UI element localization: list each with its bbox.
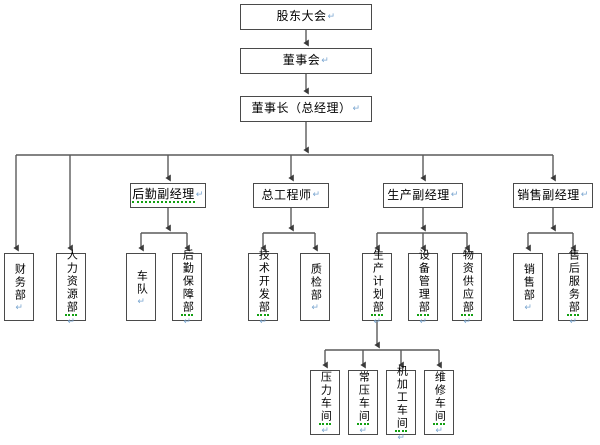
paragraph-mark-icon: ↵ (580, 190, 589, 201)
node-fleet-team[interactable]: 车队↵ (126, 253, 156, 321)
paragraph-mark-icon: ↵ (312, 190, 321, 201)
node-label: 生产计划部 (370, 249, 385, 316)
paragraph-mark-icon: ↵ (136, 296, 147, 309)
paragraph-mark-icon: ↵ (523, 303, 534, 315)
node-human-resources-department[interactable]: 人力资源部↵ (56, 249, 86, 329)
node-machining-workshop[interactable]: 机加工车间↵ (386, 365, 416, 445)
node-label: 人力资源部 (64, 249, 79, 316)
paragraph-mark-icon: ↵ (327, 11, 336, 22)
paragraph-mark-icon: ↵ (568, 317, 579, 329)
node-board-of-directors[interactable]: 董事会↵ (240, 48, 372, 74)
node-technology-development-department[interactable]: 技术开发部↵ (248, 249, 278, 329)
paragraph-mark-icon: ↵ (396, 432, 407, 445)
node-label: 常压车间 (356, 371, 371, 425)
node-label: 财务部 (13, 263, 27, 302)
node-after-sales-service-department[interactable]: 售后服务部↵ (558, 249, 588, 329)
node-label: 生产副经理 (387, 187, 450, 202)
node-label: 董事长（总经理） (251, 101, 352, 116)
node-pressure-workshop[interactable]: 压力车间↵ (310, 370, 340, 438)
paragraph-mark-icon: ↵ (310, 303, 321, 315)
node-logistics-support-department[interactable]: 后勤保障部↵ (172, 249, 202, 329)
paragraph-mark-icon: ↵ (450, 190, 459, 201)
node-label: 物资供应部 (460, 249, 475, 316)
node-logistics-vice-manager[interactable]: 后勤副经理↵ (130, 183, 206, 208)
paragraph-mark-icon: ↵ (66, 317, 77, 329)
node-label: 总工程师 (261, 187, 312, 202)
paragraph-mark-icon: ↵ (372, 317, 383, 329)
node-label: 车队 (135, 269, 149, 296)
paragraph-mark-icon: ↵ (321, 55, 330, 66)
paragraph-mark-icon: ↵ (358, 426, 369, 438)
node-label: 压力车间 (318, 371, 333, 425)
paragraph-mark-icon: ↵ (352, 103, 361, 114)
node-label: 维修车间 (432, 371, 447, 425)
node-label: 后勤保障部 (180, 249, 195, 316)
paragraph-mark-icon: ↵ (434, 426, 445, 438)
node-label: 董事会 (282, 53, 321, 68)
node-quality-inspection-department[interactable]: 质检部↵ (300, 253, 330, 321)
paragraph-mark-icon: ↵ (320, 426, 331, 438)
node-label: 售后服务部 (566, 249, 581, 316)
paragraph-mark-icon: ↵ (462, 317, 473, 329)
node-sales-vice-manager[interactable]: 销售副经理↵ (513, 183, 593, 208)
node-label: 机加工车间 (394, 364, 409, 432)
node-label: 销售副经理 (517, 187, 580, 202)
node-chief-engineer[interactable]: 总工程师↵ (253, 183, 329, 208)
node-label: 设备管理部 (416, 249, 431, 316)
node-label: 技术开发部 (256, 249, 271, 316)
node-sales-department[interactable]: 销售部↵ (513, 253, 543, 321)
node-chairman-general-manager[interactable]: 董事长（总经理）↵ (240, 96, 372, 122)
node-equipment-management-department[interactable]: 设备管理部↵ (408, 249, 438, 329)
node-label: 后勤副经理 (132, 187, 195, 204)
node-production-planning-department[interactable]: 生产计划部↵ (362, 249, 392, 329)
paragraph-mark-icon: ↵ (418, 317, 429, 329)
paragraph-mark-icon: ↵ (14, 303, 25, 315)
paragraph-mark-icon: ↵ (195, 190, 204, 201)
node-atmospheric-workshop[interactable]: 常压车间↵ (348, 370, 378, 438)
node-label: 销售部 (522, 263, 536, 302)
node-label: 股东大会 (276, 9, 327, 24)
node-label: 质检部 (309, 263, 323, 302)
node-production-vice-manager[interactable]: 生产副经理↵ (383, 183, 463, 208)
node-material-supply-department[interactable]: 物资供应部↵ (452, 249, 482, 329)
node-finance-department[interactable]: 财务部↵ (4, 253, 34, 321)
paragraph-mark-icon: ↵ (258, 317, 269, 329)
paragraph-mark-icon: ↵ (182, 317, 193, 329)
node-maintenance-workshop[interactable]: 维修车间↵ (424, 370, 454, 438)
node-shareholders-meeting[interactable]: 股东大会↵ (240, 4, 372, 30)
